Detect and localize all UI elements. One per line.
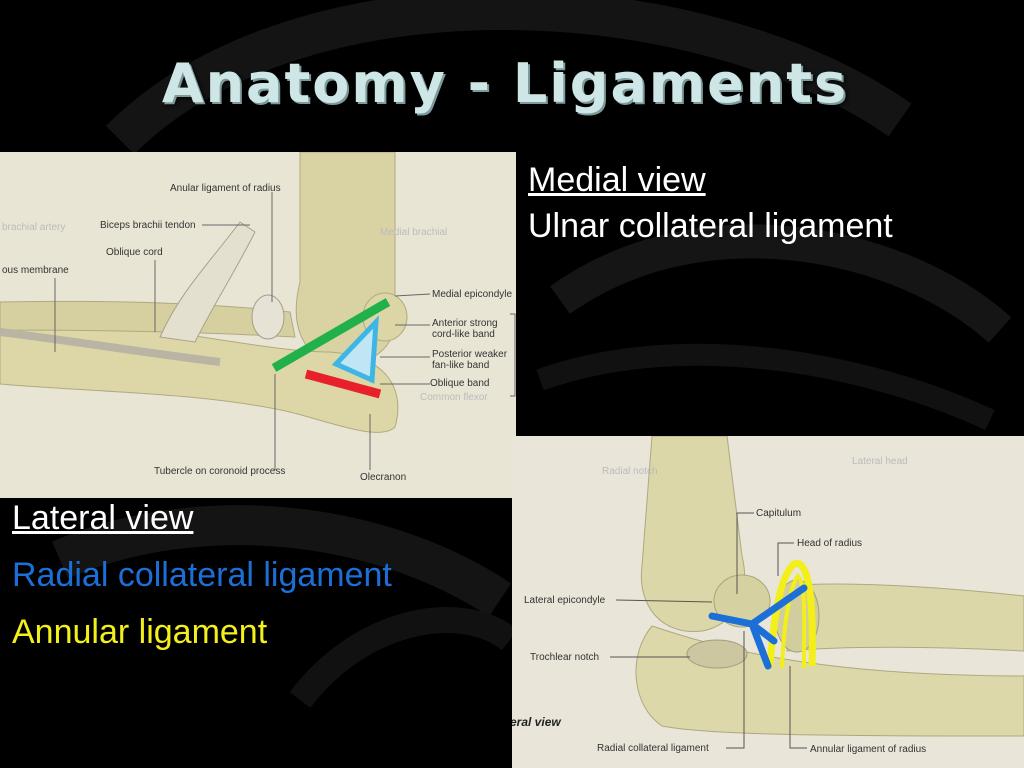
label-anterior-band-line2: cord-like band: [432, 329, 495, 340]
radial-collateral-label: Radial collateral ligament: [12, 556, 392, 594]
label-olecranon: Olecranon: [360, 472, 407, 483]
lateral-elbow-drawing: [512, 436, 1024, 768]
ulnar-collateral-label: Ulnar collateral ligament: [528, 207, 893, 245]
annular-ligament-label: Annular ligament: [12, 613, 268, 651]
anterior-band-highlight: [271, 298, 391, 372]
label-capitulum: Capitulum: [756, 508, 802, 519]
label-radial-collateral-ligament: Radial collateral ligament: [597, 743, 709, 754]
label-oblique-band: Oblique band: [430, 378, 490, 389]
medial-elbow-drawing: [0, 152, 516, 498]
oblique-band-highlight: [304, 369, 382, 399]
label-annular-ligament-of-radius: Annular ligament of radius: [810, 744, 927, 755]
label-oblique-cord: Oblique cord: [106, 247, 163, 258]
lateral-view-illustration: Radial notch Lateral head eral view Capi…: [512, 436, 1024, 768]
lateral-view-heading: Lateral view: [12, 499, 194, 537]
label-anular-ligament: Anular ligament of radius: [170, 183, 281, 194]
radial-collateral-highlight: [708, 584, 808, 670]
label-head-of-radius: Head of radius: [797, 538, 863, 549]
label-posterior-band-line1: Posterior weaker: [432, 349, 508, 360]
lateral-view-tag: eral view: [512, 715, 561, 729]
label-medial-epicondyle: Medial epicondyle: [432, 289, 513, 300]
label-tubercle: Tubercle on coronoid process: [154, 466, 286, 477]
label-posterior-band-line2: fan-like band: [432, 360, 490, 371]
label-trochlear-notch: Trochlear notch: [530, 652, 600, 663]
label-membrane: ous membrane: [2, 265, 69, 276]
annular-ligament-highlight-inner: [780, 572, 807, 669]
medial-view-illustration: brachial artery Medial brachial Common f…: [0, 152, 516, 498]
label-anterior-band-line1: Anterior strong: [432, 318, 498, 329]
slide-title: Anatomy - Ligaments: [161, 52, 849, 115]
label-lateral-epicondyle: Lateral epicondyle: [524, 595, 606, 606]
annular-ligament-highlight: [766, 559, 816, 667]
label-biceps-tendon: Biceps brachii tendon: [100, 220, 196, 231]
medial-view-heading: Medial view: [528, 161, 706, 199]
posterior-band-highlight: [331, 315, 379, 384]
